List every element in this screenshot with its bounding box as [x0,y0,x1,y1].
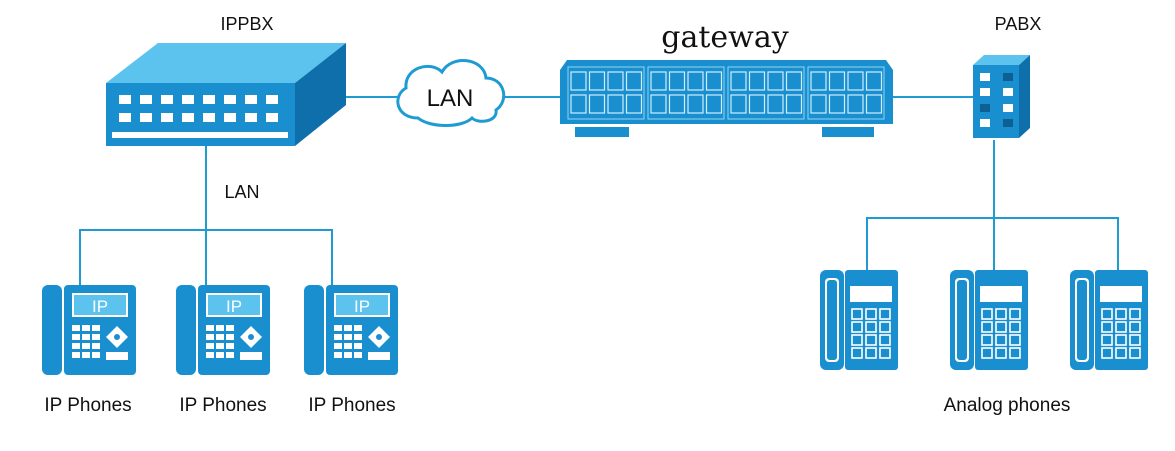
ip-phone-screen-label: IP [92,297,108,316]
analog-phones-label: Analog phones [944,395,1071,416]
ip-phones-group: IP IP IP [42,285,398,375]
analog-phone-icon [950,270,1028,370]
gateway-switch-icon [560,60,893,137]
pabx-label: PABX [995,14,1042,34]
ip-phones-label-3: IP Phones [308,395,395,416]
analog-phone-icon [1070,270,1148,370]
ip-phones-label-2: IP Phones [179,395,266,416]
line-ip-bus [79,229,333,292]
gateway-label: gateway [661,20,788,55]
analog-phones-group [820,270,1148,370]
cloud-icon [396,59,506,127]
connector-lines [79,96,1119,292]
line-analog-bus [866,217,1119,280]
ip-phones-label-1: IP Phones [44,395,131,416]
ip-phone-icon: IP [304,285,398,375]
ip-phone-icon: IP [176,285,270,375]
ip-phone-icon: IP [42,285,136,375]
cloud-lan-label: LAN [427,85,474,112]
ippbx-server-icon [106,43,346,146]
ip-phone-screen-label: IP [354,297,370,316]
ip-phone-screen-label: IP [226,297,242,316]
branch-lan-label: LAN [224,182,259,202]
analog-phone-icon [820,270,898,370]
ippbx-label: IPPBX [220,14,273,34]
pabx-device-icon [973,55,1030,138]
